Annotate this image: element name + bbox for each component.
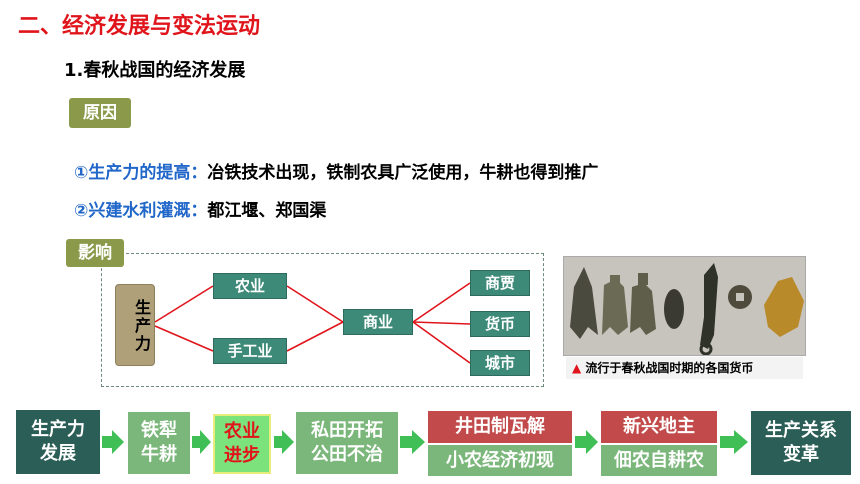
flow-step-small-peasant-economy: 小农经济初现 xyxy=(428,445,572,476)
reason-1-key: ①生产力的提高： xyxy=(74,163,208,183)
impact-tag: 影响 xyxy=(66,239,124,267)
flow-step-tenant-farmers: 佃农自耕农 xyxy=(601,445,717,476)
node-agriculture: 农业 xyxy=(213,273,287,299)
flow-step-iron-plow-ox: 铁犁牛耕 xyxy=(128,412,190,474)
node-handicraft: 手工业 xyxy=(213,338,287,364)
caption-text: 流行于春秋战国时期的各国货币 xyxy=(585,361,754,375)
flow-step-private-fields: 私田开拓公田不治 xyxy=(296,412,398,474)
cause-tag: 原因 xyxy=(69,98,131,128)
reason-2-key: ②兴建水利灌溉： xyxy=(74,201,208,221)
section-title: 二、经济发展与变法运动 xyxy=(18,14,261,39)
flow-arrow-2 xyxy=(192,430,211,454)
reason-1-value: 冶铁技术出现，铁制农具广泛使用，牛耕也得到推广 xyxy=(207,163,599,183)
node-city: 城市 xyxy=(470,350,530,376)
image-caption: ▲ 流行于春秋战国时期的各国货币 xyxy=(566,357,803,379)
reason-1: ①生产力的提高：冶铁技术出现，铁制农具广泛使用，牛耕也得到推广 xyxy=(74,158,598,183)
node-merchants: 商贾 xyxy=(470,270,530,296)
flow-step-productivity-development: 生产力发展 xyxy=(16,410,100,474)
ancient-coins-image xyxy=(563,256,806,356)
flow-arrow-1 xyxy=(102,430,124,454)
flow-step-agriculture-progress: 农业进步 xyxy=(213,414,271,474)
node-productivity: 生产力 xyxy=(115,284,155,366)
flow-arrow-3 xyxy=(274,430,294,454)
flow-arrow-5 xyxy=(575,430,598,454)
flow-step-relations-change: 生产关系变革 xyxy=(751,411,851,475)
node-commerce: 商业 xyxy=(343,309,413,335)
reason-2: ②兴建水利灌溉：都江堰、郑国渠 xyxy=(74,196,326,221)
flow-arrow-4 xyxy=(400,430,425,454)
flow-arrow-6 xyxy=(720,430,748,454)
subsection-title: 1.春秋战国的经济发展 xyxy=(64,60,246,81)
reason-2-value: 都江堰、郑国渠 xyxy=(207,201,327,221)
impact-diagram-frame xyxy=(101,253,544,387)
caption-marker: ▲ xyxy=(572,361,582,375)
flow-step-new-landlords: 新兴地主 xyxy=(601,411,717,443)
flow-step-well-field-collapse: 井田制瓦解 xyxy=(428,411,572,443)
node-currency: 货币 xyxy=(470,311,530,337)
